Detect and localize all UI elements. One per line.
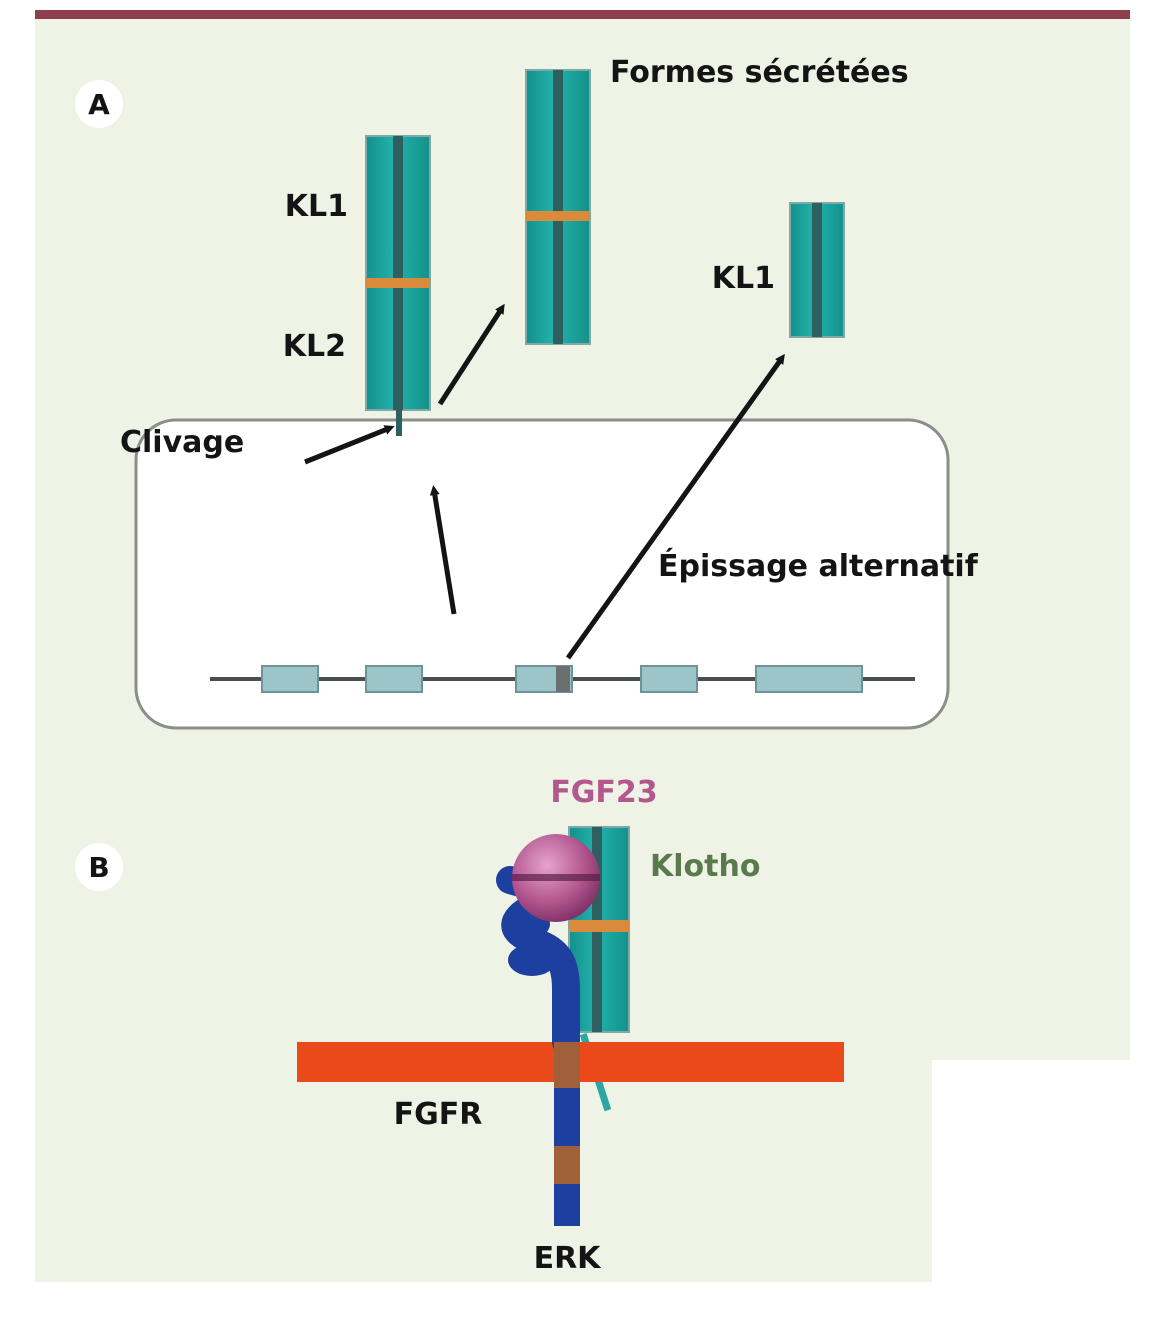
fgfr-tm-segment [554,1042,580,1088]
label-kl2: KL2 [283,329,346,364]
label-klotho: Klotho [650,849,760,884]
fgfr-ig-loop-2 [508,944,556,976]
fgf23-ligand [512,834,600,922]
transmembrane-stub [396,410,402,436]
klotho-band-secreted-long [526,211,590,221]
exon-1 [261,665,319,693]
exon-3-splice-site [556,666,570,692]
arrow-cleavage-release [437,303,505,406]
top-border [35,10,1130,19]
label-fgfr: FGFR [394,1097,483,1132]
fgfr-intracellular-1 [554,1088,580,1146]
panel-a: A KL1 KL2 Formes sécrétées KL1 [75,55,979,730]
fgfr-kinase-band [554,1146,580,1184]
panel-b-badge [75,843,123,891]
panel-b: B FGF23 Klotho FGFR ERK [75,775,844,1276]
label-kl1-left: KL1 [285,189,348,224]
fgf23-stripe [512,874,600,881]
fgfr-intracellular-2 [554,1184,580,1226]
gene-structure [210,665,915,693]
panel-a-badge [75,80,123,128]
exon-5 [755,665,863,693]
label-formes-secretees: Formes sécrétées [610,55,909,90]
klotho-core-membrane [393,136,403,410]
label-epissage: Épissage alternatif [658,548,979,584]
klotho-core-secreted-long [553,70,563,344]
klotho-band-membrane [366,278,430,288]
klotho-secreted-long [525,69,591,345]
panel-b-letter: B [88,851,109,884]
klotho-core-secreted-short [812,203,822,337]
klotho-membrane-form [365,135,431,436]
klotho-secreted-short [789,202,845,338]
klotho-band-coreceptor [569,920,629,932]
arrow-gene-to-membrane [429,485,457,615]
arrow-clivage [304,425,395,465]
lower-right-blank [932,1060,1152,1320]
label-fgf23: FGF23 [550,775,657,810]
exon-4 [640,665,698,693]
panel-a-letter: A [88,88,110,121]
exon-2 [365,665,423,693]
cell-outline [134,418,950,730]
arrow-epissage [565,353,785,660]
label-erk: ERK [534,1241,603,1276]
label-clivage: Clivage [120,425,244,460]
label-kl1-right: KL1 [712,261,775,296]
